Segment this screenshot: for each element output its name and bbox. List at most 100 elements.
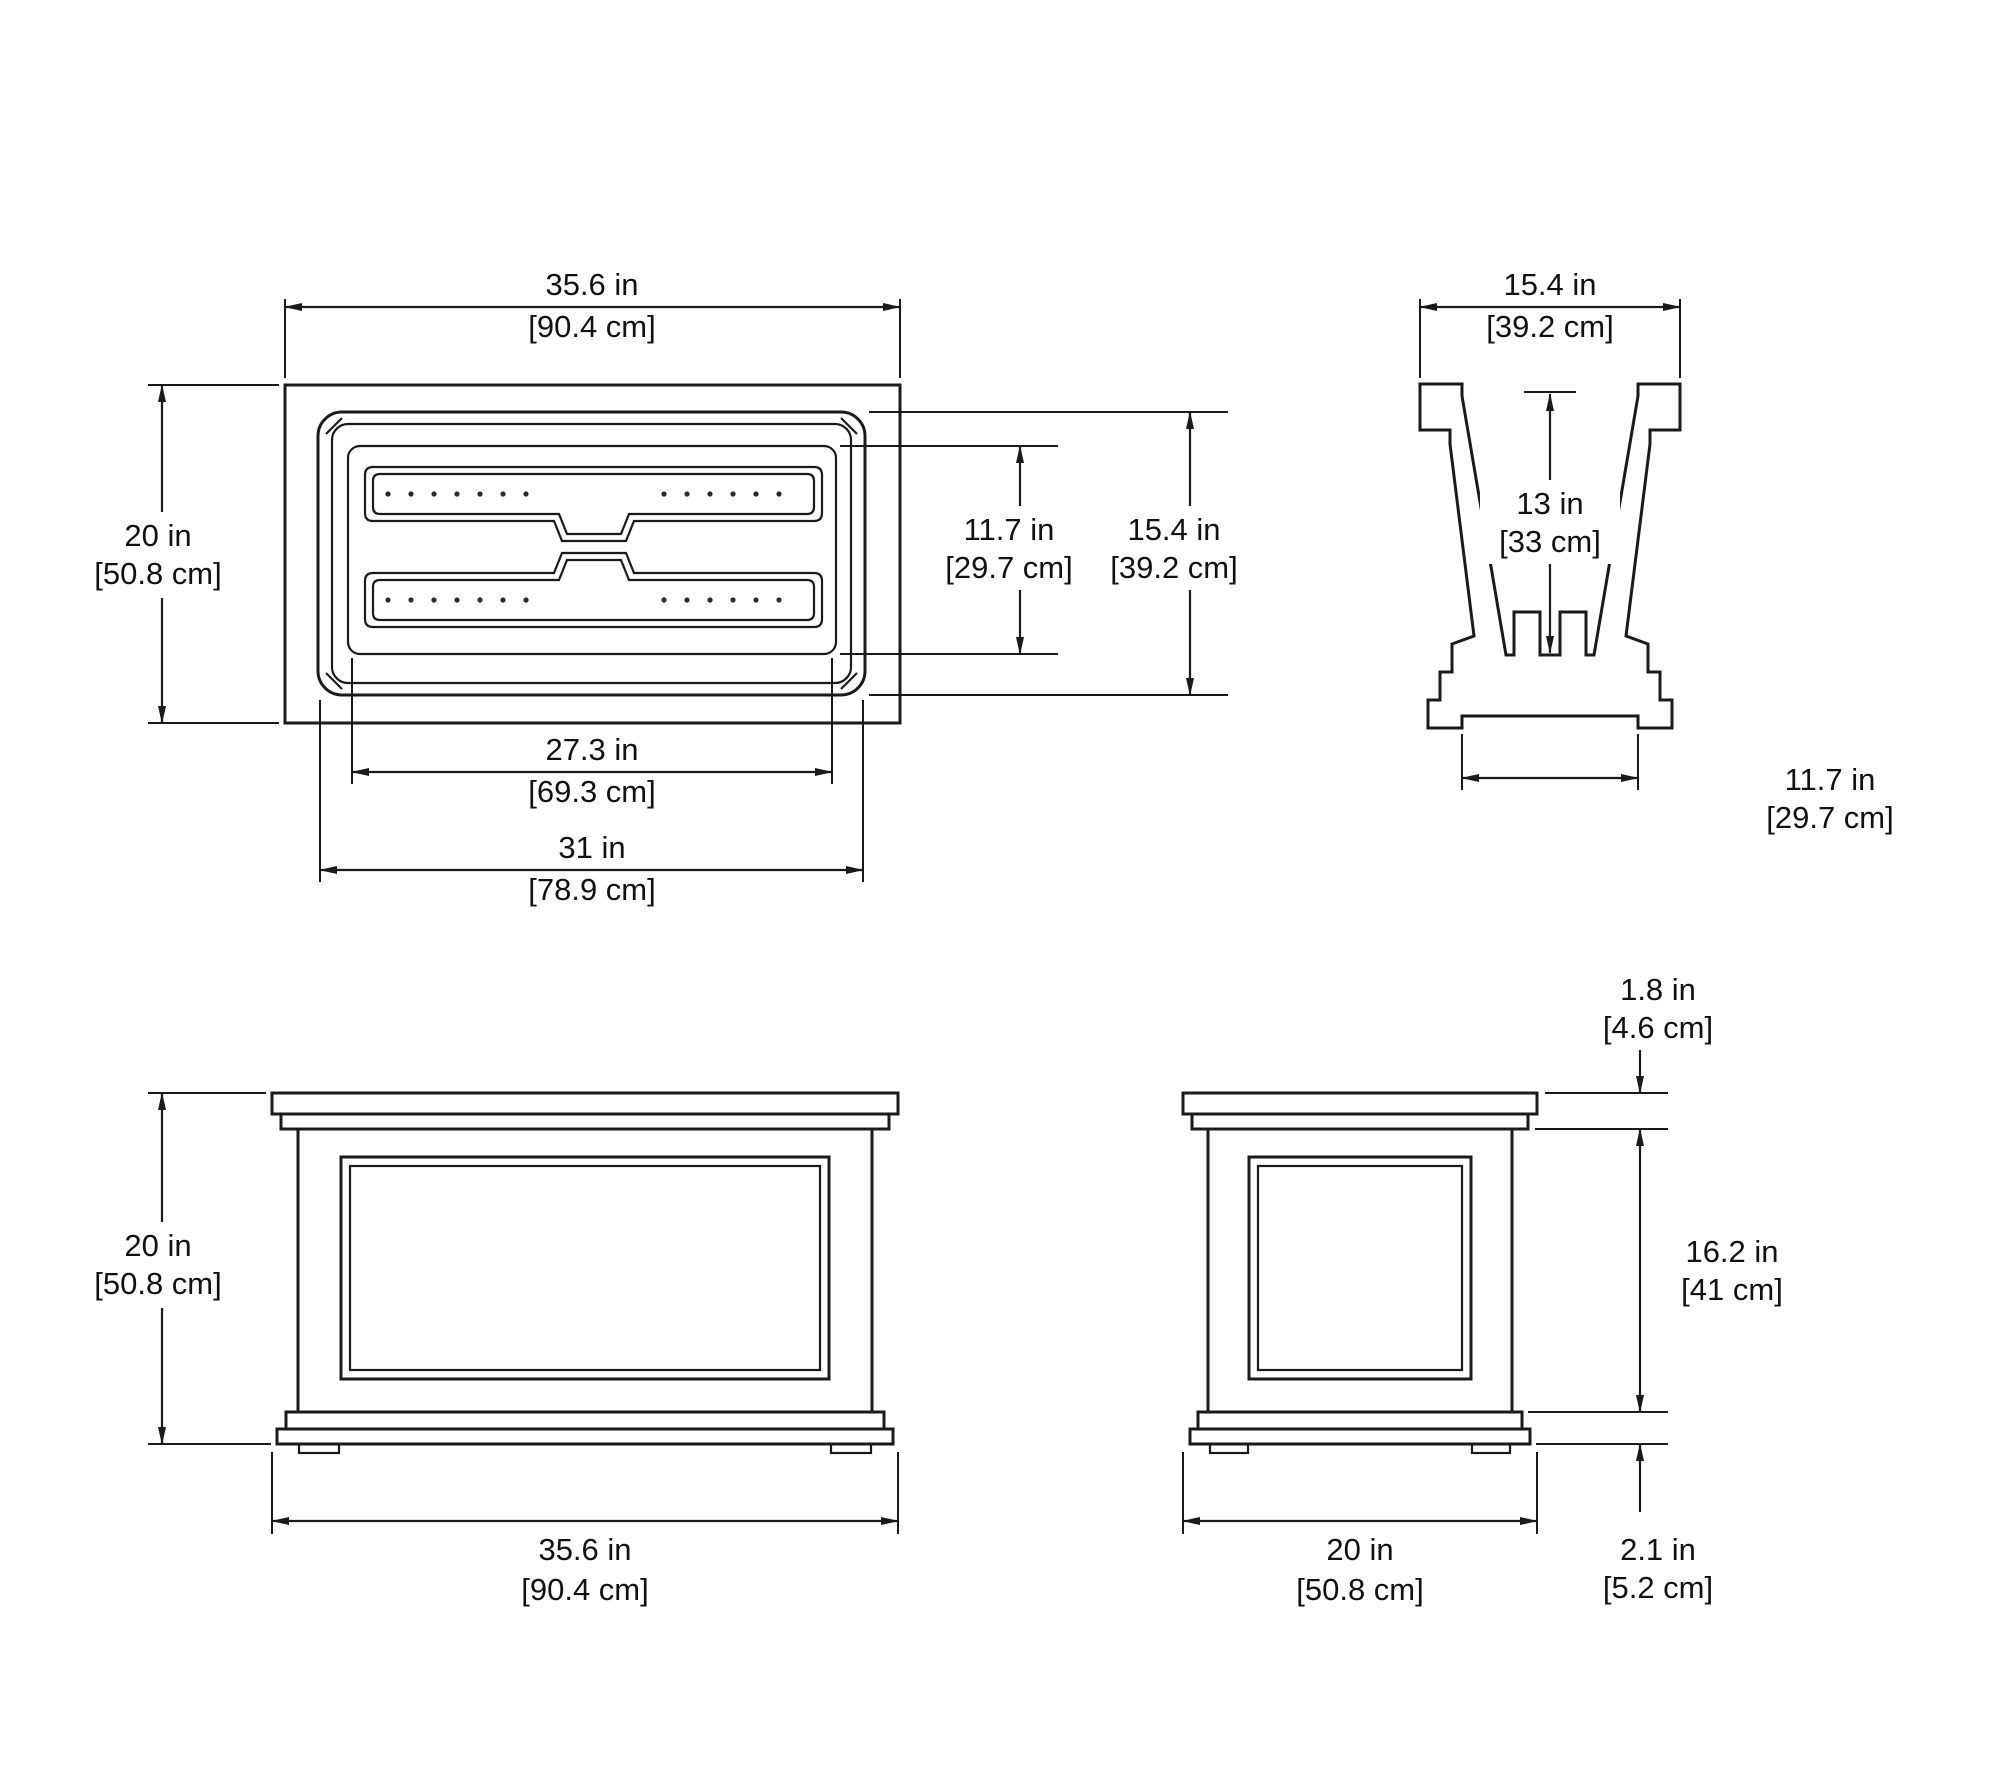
drain-hole-dot [684,597,690,603]
side-lip-height-value-cm: [4.6 cm] [1603,1010,1713,1045]
section-top-width-value-cm: [39.2 cm] [1486,309,1614,344]
dim-front-width: 35.6 in [90.4 cm] [271,1452,899,1607]
dim-plan-depth: 20 in [50.8 cm] [82,384,279,724]
plan-channel-upper-outer [363,465,824,543]
side-panel-outer [1247,1155,1473,1381]
front-cap-molding [279,1112,891,1131]
section-base-width-value-in: 11.7 in [1785,762,1876,797]
drain-hole-dot [385,491,391,497]
drain-hole-dot [707,491,713,497]
label-backing [938,506,1080,590]
side-width-value-cm: [50.8 cm] [1296,1572,1424,1607]
side-view: 1.8 in [4.6 cm] 16.2 in [41 cm] 2.1 in [… [1181,972,1783,1607]
drain-hole-dot [454,491,460,497]
front-base-molding [284,1410,886,1431]
drain-holes-upper [385,491,782,497]
dim-side-base-height: 2.1 in [5.2 cm] [1603,1443,1713,1605]
plan-opening-width-value-cm: [78.9 cm] [528,872,656,907]
drain-hole-dot [707,597,713,603]
drain-hole-dot [477,491,483,497]
plan-channel-lower-outer [363,551,824,629]
drain-hole-dot [730,597,736,603]
section-inner-depth-value-cm: [33 cm] [1499,524,1601,559]
plan-view: 35.6 in [90.4 cm] 20 in [50.8 cm] 11.7 i… [82,267,1252,907]
dim-section-base-width: 11.7 in [29.7 cm] [1461,734,1894,835]
plan-channel-lower-inner [371,558,816,622]
front-width-value-in: 35.6 in [538,1532,631,1567]
plan-opening-depth-value-cm: [39.2 cm] [1110,550,1238,585]
plan-corner-mark [325,672,343,690]
drain-holes-lower [385,597,782,603]
side-panel-inner [1256,1164,1464,1372]
plan-floor-depth-value-in: 11.7 in [964,512,1055,547]
dim-plan-floor-depth: 11.7 in [29.7 cm] [840,445,1080,655]
dim-section-top-width: 15.4 in [39.2 cm] [1419,267,1681,378]
drain-hole-dot [523,597,529,603]
plan-floor-edge [346,444,838,656]
plan-floor-width-value-cm: [69.3 cm] [528,774,656,809]
plan-floor-depth-value-cm: [29.7 cm] [945,550,1073,585]
dim-front-height: 20 in [50.8 cm] [82,1092,271,1445]
label-backing [1096,506,1252,590]
drain-hole-dot [730,491,736,497]
dim-plan-opening-width: 31 in [78.9 cm] [319,700,864,907]
dim-plan-floor-width: 27.3 in [69.3 cm] [351,658,833,809]
drain-hole-dot [661,597,667,603]
side-body-height-value-in: 16.2 in [1685,1234,1778,1269]
dim-side-body-height: 16.2 in [41 cm] [1636,1128,1783,1413]
side-base-height-value-cm: [5.2 cm] [1603,1570,1713,1605]
plan-corner-mark [325,417,343,435]
label-backing [82,1222,242,1308]
front-cap-top [270,1091,900,1116]
drain-hole-dot [500,491,506,497]
front-foot-right [829,1442,873,1455]
plan-floor-width-value-in: 27.3 in [545,732,638,767]
side-foot-right [1470,1442,1512,1455]
plan-corner-mark [840,672,858,690]
side-body-height-value-cm: [41 cm] [1681,1272,1783,1307]
front-height-value-in: 20 in [124,1228,191,1263]
dim-side-width: 20 in [50.8 cm] [1182,1452,1538,1607]
side-cap-molding [1190,1112,1530,1131]
drain-hole-dot [477,597,483,603]
plan-corner-mark [840,417,858,435]
drain-hole-dot [776,491,782,497]
front-height-value-cm: [50.8 cm] [94,1266,222,1301]
front-panel-inner [348,1164,822,1372]
drain-hole-dot [385,597,391,603]
side-lip-height-value-in: 1.8 in [1620,972,1696,1007]
dim-side-lip-height: 1.8 in [4.6 cm] [1603,972,1713,1094]
drain-hole-dot [776,597,782,603]
drain-hole-dot [661,491,667,497]
drain-hole-dot [408,597,414,603]
front-width-value-cm: [90.4 cm] [521,1572,649,1607]
side-foot-left [1208,1442,1250,1455]
dim-plan-width: 35.6 in [90.4 cm] [284,267,901,378]
dim-section-inner-depth: 13 in [33 cm] [1480,391,1620,654]
plan-opening-width-value-in: 31 in [558,830,625,865]
plan-rim-outer [316,410,867,697]
plan-outer-edge [283,383,902,725]
front-panel-outer [339,1155,831,1381]
side-width-value-in: 20 in [1326,1532,1393,1567]
plan-width-value-cm: [90.4 cm] [528,309,656,344]
section-base-width-value-cm: [29.7 cm] [1766,800,1894,835]
side-base-height-value-in: 2.1 in [1620,1532,1696,1567]
drain-hole-dot [523,491,529,497]
plan-width-value-in: 35.6 in [545,267,638,302]
side-cap-top [1181,1091,1539,1116]
drain-hole-dot [431,491,437,497]
plan-depth-value-in: 20 in [124,518,191,553]
plan-rim-inner [330,422,853,685]
drain-hole-dot [454,597,460,603]
plan-depth-value-cm: [50.8 cm] [94,556,222,591]
dim-plan-opening-depth: 15.4 in [39.2 cm] [869,411,1252,696]
drain-hole-dot [753,491,759,497]
drain-hole-dot [408,491,414,497]
drain-hole-dot [753,597,759,603]
section-view: 15.4 in [39.2 cm] 13 in [33 cm] 11.7 in … [1418,267,1894,835]
section-profile [1418,382,1682,730]
label-backing [1480,480,1620,564]
